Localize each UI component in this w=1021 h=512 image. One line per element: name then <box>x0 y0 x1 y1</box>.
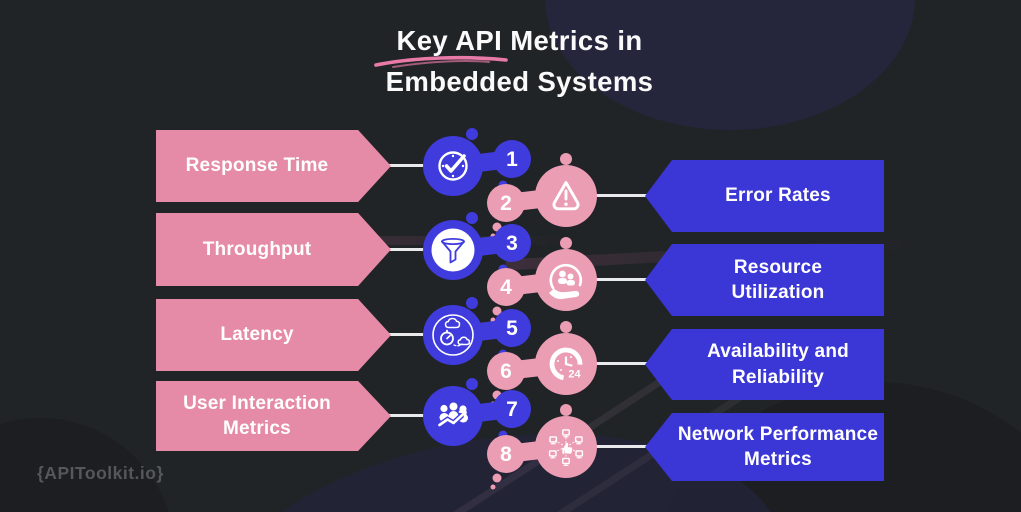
connector-line <box>382 333 458 336</box>
title-underline-swoosh <box>374 55 508 68</box>
metric-label-network-performance-metrics: Network Performance Metrics <box>645 413 884 481</box>
page-title: Key API Metrics in Embedded Systems <box>9 20 1021 102</box>
connector-line <box>564 362 654 365</box>
connector-line <box>564 278 654 281</box>
clock-24-icon: 24 <box>549 347 583 381</box>
connector-line <box>382 248 458 251</box>
metric-node-1: 1 <box>423 128 531 198</box>
brand-watermark: {APIToolkit.io} <box>37 463 164 483</box>
cloud-timer-icon <box>432 314 474 356</box>
metric-label-user-interaction-metrics: User Interaction Metrics <box>156 381 391 451</box>
metric-number: 8 <box>500 443 512 466</box>
metric-node-2: 2 <box>487 153 597 239</box>
metric-number: 7 <box>506 398 518 421</box>
warning-triangle-icon <box>552 181 580 211</box>
metric-node-5: 5 <box>423 297 531 367</box>
connector-line <box>382 164 458 167</box>
metric-label-throughput: Throughput <box>156 213 391 286</box>
metric-node-8: 8 <box>487 404 597 490</box>
metric-number: 3 <box>506 232 518 255</box>
people-in-hand-icon <box>549 263 583 300</box>
metric-node-3: 3 <box>423 212 531 282</box>
connector-line <box>564 194 654 197</box>
metric-label-latency: Latency <box>156 299 391 371</box>
connector-line <box>564 445 654 448</box>
metric-label-resource-utilization: Resource Utilization <box>645 244 884 316</box>
title-line-1: Key API Metrics in <box>396 25 643 56</box>
users-growth-icon <box>437 402 468 428</box>
metric-label-response-time: Response Time <box>156 130 391 202</box>
metric-node-6: 24 6 <box>487 321 597 407</box>
connector-line <box>382 414 458 417</box>
metric-number: 1 <box>506 148 518 171</box>
metric-number: 6 <box>500 360 512 383</box>
metric-node-4: 4 <box>487 237 597 323</box>
metric-label-error-rates: Error Rates <box>645 160 884 232</box>
clock-check-icon <box>438 151 468 181</box>
metric-node-7: 7 <box>423 378 531 448</box>
title-line-2: Embedded Systems <box>385 66 654 97</box>
metric-number: 4 <box>500 276 512 299</box>
metric-number: 5 <box>506 317 518 340</box>
metric-number: 2 <box>500 192 512 215</box>
funnel-icon <box>431 228 475 272</box>
clock-24-label: 24 <box>568 369 581 381</box>
network-devices-icon <box>548 429 584 466</box>
metric-label-availability-reliability: Availability and Reliability <box>645 329 884 400</box>
